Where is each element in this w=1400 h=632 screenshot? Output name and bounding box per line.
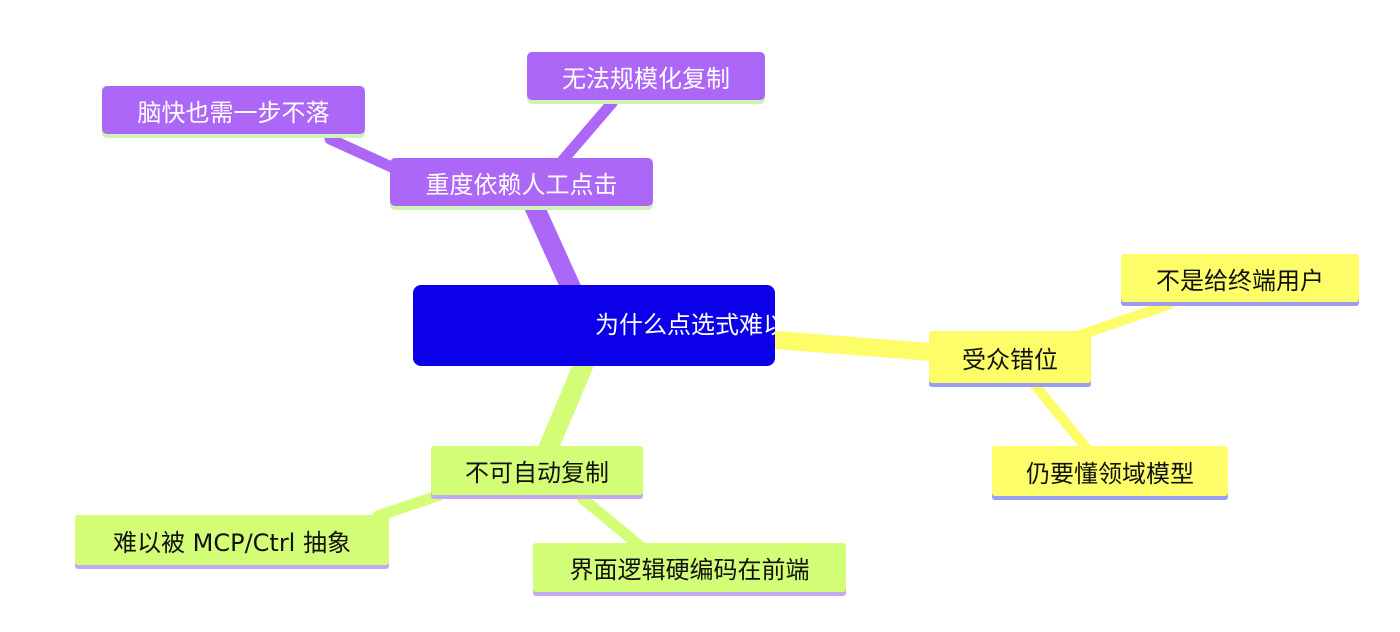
topic-not-replicable-label: 不可自动复制 bbox=[465, 459, 609, 487]
topic-audience[interactable]: 受众错位 bbox=[929, 331, 1091, 383]
topic-audience-label: 受众错位 bbox=[962, 345, 1058, 374]
link-not-replicable-mcp bbox=[372, 489, 446, 522]
subtopic-frontend-hardcode[interactable]: 界面逻辑硬编码在前端 bbox=[533, 543, 846, 592]
link-not-replicable-frontend bbox=[576, 492, 646, 552]
topic-manual-click[interactable]: 重度依赖人工点击 bbox=[390, 158, 653, 206]
subtopic-no-scale-copy-label: 无法规模化复制 bbox=[562, 64, 730, 93]
subtopic-frontend-hardcode-label: 界面逻辑硬编码在前端 bbox=[569, 556, 810, 584]
link-root-audience bbox=[766, 331, 941, 361]
link-manual-click-scale bbox=[551, 97, 618, 173]
subtopic-not-end-user-label: 不是给终端用户 bbox=[1156, 266, 1324, 295]
root-topic-label: 为什么点选式难以 bbox=[595, 311, 775, 339]
subtopic-domain-model[interactable]: 仍要懂领域模型 bbox=[992, 446, 1228, 496]
topic-not-replicable[interactable]: 不可自动复制 bbox=[431, 446, 643, 495]
subtopic-no-scale-copy[interactable]: 无法规模化复制 bbox=[527, 52, 765, 100]
root-topic[interactable]: 为什么点选式难以 bbox=[413, 285, 775, 366]
subtopic-every-step-label: 脑快也需一步不落 bbox=[137, 98, 330, 127]
link-root-not-replicable bbox=[538, 356, 593, 459]
link-audience-domain bbox=[1029, 379, 1097, 460]
topic-manual-click-label: 重度依赖人工点击 bbox=[425, 170, 618, 199]
link-audience-end-user bbox=[1075, 300, 1173, 340]
subtopic-not-end-user[interactable]: 不是给终端用户 bbox=[1121, 254, 1359, 302]
subtopic-every-step[interactable]: 脑快也需一步不落 bbox=[102, 86, 365, 134]
subtopic-domain-model-label: 仍要懂领域模型 bbox=[1026, 459, 1194, 488]
subtopic-mcp-abstraction-label: 难以被 MCP/Ctrl 抽象 bbox=[113, 528, 351, 557]
link-root-manual-click bbox=[524, 196, 582, 300]
subtopic-mcp-abstraction[interactable]: 难以被 MCP/Ctrl 抽象 bbox=[75, 515, 389, 565]
link-manual-click-step bbox=[324, 133, 404, 176]
